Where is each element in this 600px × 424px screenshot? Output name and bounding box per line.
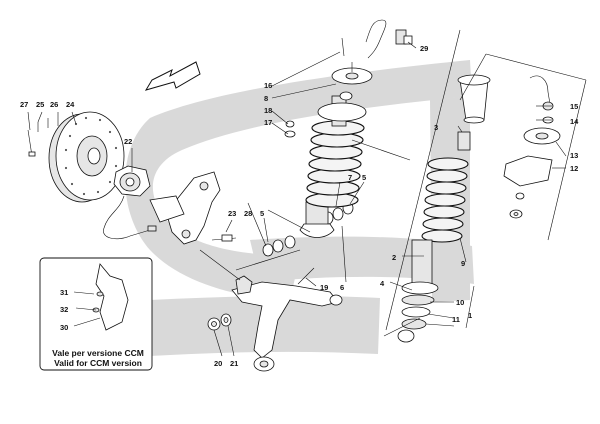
- label-30: 30: [60, 323, 68, 332]
- wheel-hub: [103, 165, 157, 240]
- label-29: 29: [420, 44, 428, 53]
- label-24: 24: [66, 100, 75, 109]
- label-18: 18: [264, 106, 272, 115]
- label-20: 20: [214, 359, 222, 368]
- direction-arrow: [144, 61, 201, 91]
- label-28: 28: [244, 209, 252, 218]
- brake-disc: [48, 111, 125, 203]
- label-13: 13: [570, 151, 578, 160]
- label-14: 14: [570, 117, 579, 126]
- label-6: 6: [340, 283, 344, 292]
- label-9: 9: [461, 259, 465, 268]
- label-22: 22: [124, 137, 132, 146]
- label-2: 2: [392, 253, 396, 262]
- central-coilover: [284, 37, 373, 238]
- top-mount-parts: [503, 75, 561, 219]
- label-7: 7: [348, 173, 352, 182]
- ccm-inset: Vale per versione CCM Valid for CCM vers…: [39, 257, 153, 371]
- label-3: 3: [434, 123, 438, 132]
- steering-knuckle: [149, 171, 237, 245]
- label-27: 27: [20, 100, 28, 109]
- label-25: 25: [36, 100, 44, 109]
- label-32: 32: [60, 305, 68, 314]
- frame-lines: [199, 29, 587, 337]
- label-19: 19: [320, 283, 328, 292]
- label-16: 16: [264, 81, 272, 90]
- label-11: 11: [452, 315, 460, 324]
- right-coilover: [397, 74, 491, 343]
- label-17: 17: [264, 118, 272, 127]
- part-number-labels: 1 2 3 4 5 5 6 7 8 9 10 11 12 13 14 15 16…: [20, 44, 579, 368]
- label-26: 26: [50, 100, 58, 109]
- label-5a: 5: [260, 209, 264, 218]
- label-12: 12: [570, 164, 578, 173]
- label-1: 1: [468, 311, 472, 320]
- disc-bolts: [27, 118, 49, 157]
- inset-caption-line2: Valid for CCM version: [54, 358, 142, 368]
- label-10: 10: [456, 298, 464, 307]
- label-4: 4: [380, 279, 385, 288]
- sensor-cable: [365, 19, 413, 59]
- label-31: 31: [60, 288, 68, 297]
- label-5b: 5: [362, 173, 366, 182]
- shock-bushings: [262, 201, 354, 285]
- lower-wishbone: [231, 275, 343, 372]
- label-8: 8: [264, 94, 268, 103]
- leader-lines: [27, 41, 567, 357]
- label-21: 21: [230, 359, 238, 368]
- label-23: 23: [228, 209, 236, 218]
- inset-caption-line1: Vale per versione CCM: [52, 348, 144, 358]
- label-15: 15: [570, 102, 578, 111]
